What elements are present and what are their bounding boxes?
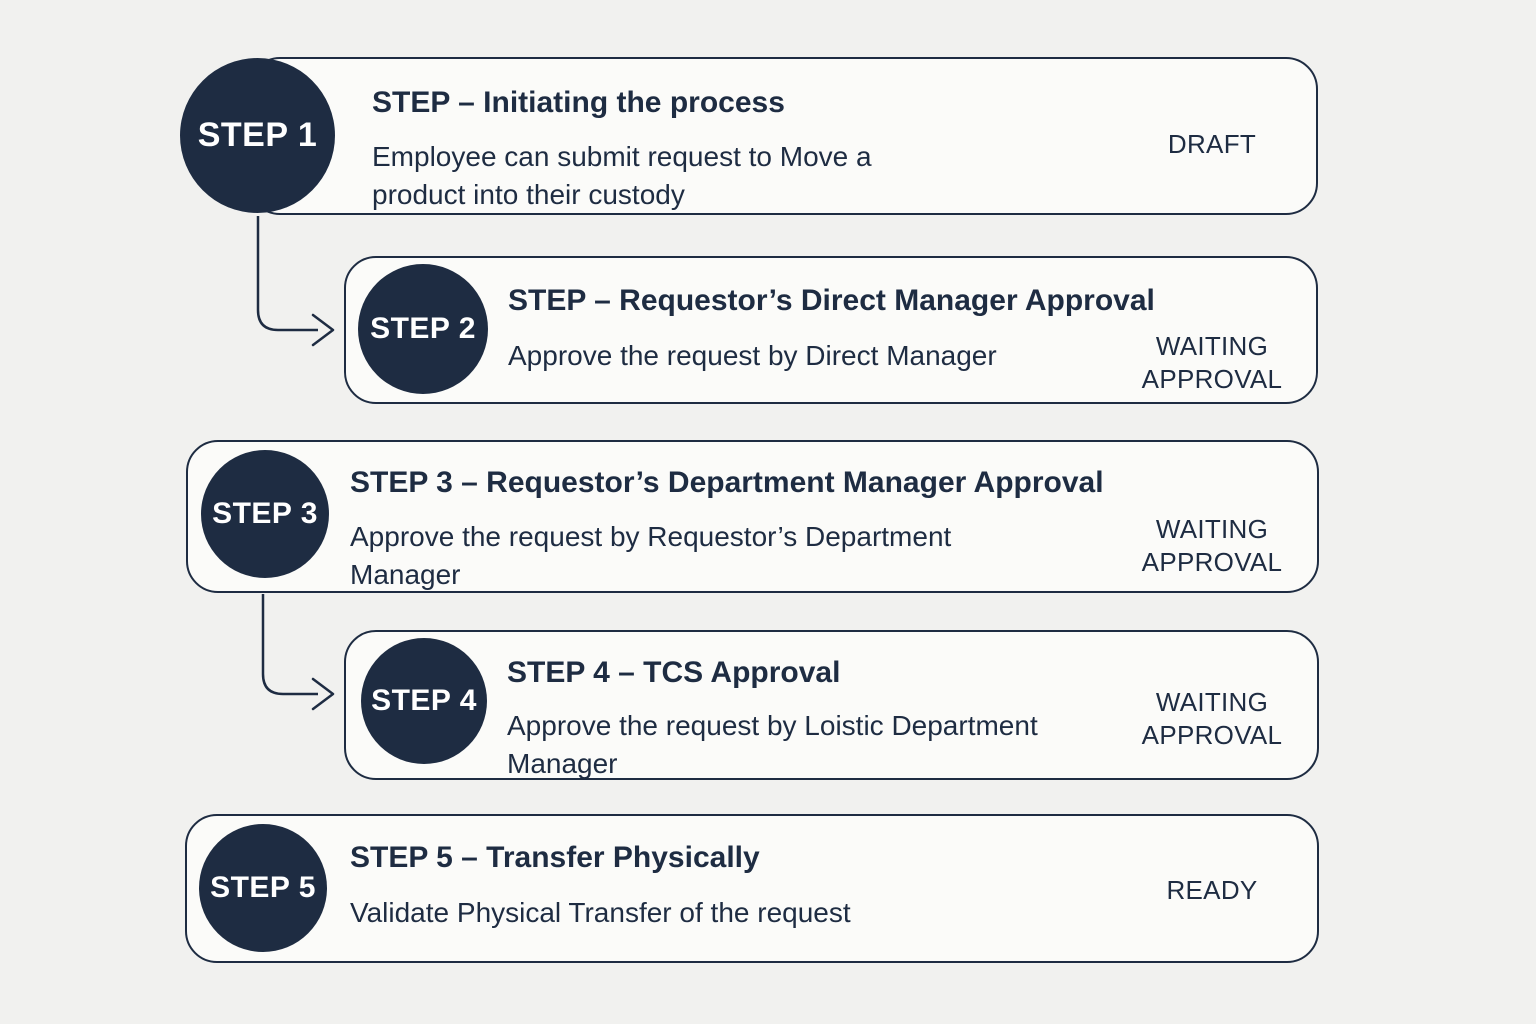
step-badge-3-label: STEP 3 — [212, 497, 318, 530]
step-card-5 — [185, 814, 1319, 963]
step-5-description: Validate Physical Transfer of the reques… — [350, 897, 851, 928]
step-4-status: WAITING APPROVAL — [1141, 687, 1283, 750]
step-card-2 — [344, 256, 1318, 404]
step-card-1 — [248, 57, 1318, 215]
step-badge-5-label: STEP 5 — [210, 871, 316, 904]
step-3-status: WAITING APPROVAL — [1141, 514, 1283, 577]
step-4-title: STEP 4 – TCS Approval — [507, 656, 841, 689]
step-1-title: STEP – Initiating the process — [372, 86, 785, 119]
step-badge-2: STEP 2 — [358, 264, 488, 394]
step-badge-5: STEP 5 — [199, 824, 327, 952]
arrow-step3-to-step4 — [261, 594, 335, 711]
step-card-4 — [344, 630, 1319, 780]
step-5-status: READY — [1166, 875, 1258, 905]
step-1-status: DRAFT — [1167, 129, 1257, 159]
step-card-3 — [186, 440, 1319, 593]
step-badge-1: STEP 1 — [180, 58, 335, 213]
step-badge-1-label: STEP 1 — [197, 116, 318, 154]
step-4-description: Approve the request by Loistic Departmen… — [507, 710, 1038, 779]
step-3-title: STEP 3 – Requestor’s Department Manager … — [350, 466, 1104, 499]
step-1-description: Employee can submit request to Move a pr… — [372, 141, 872, 210]
step-2-description: Approve the request by Direct Manager — [508, 340, 997, 371]
step-badge-4: STEP 4 — [361, 638, 487, 764]
arrow-step1-to-step2 — [256, 216, 335, 347]
step-2-status: WAITING APPROVAL — [1141, 331, 1283, 394]
step-badge-3: STEP 3 — [201, 450, 329, 578]
step-badge-2-label: STEP 2 — [370, 312, 476, 345]
step-3-description: Approve the request by Requestor’s Depar… — [350, 521, 952, 590]
step-badge-4-label: STEP 4 — [371, 684, 477, 717]
step-5-title: STEP 5 – Transfer Physically — [350, 841, 760, 874]
step-2-title: STEP – Requestor’s Direct Manager Approv… — [508, 284, 1155, 317]
